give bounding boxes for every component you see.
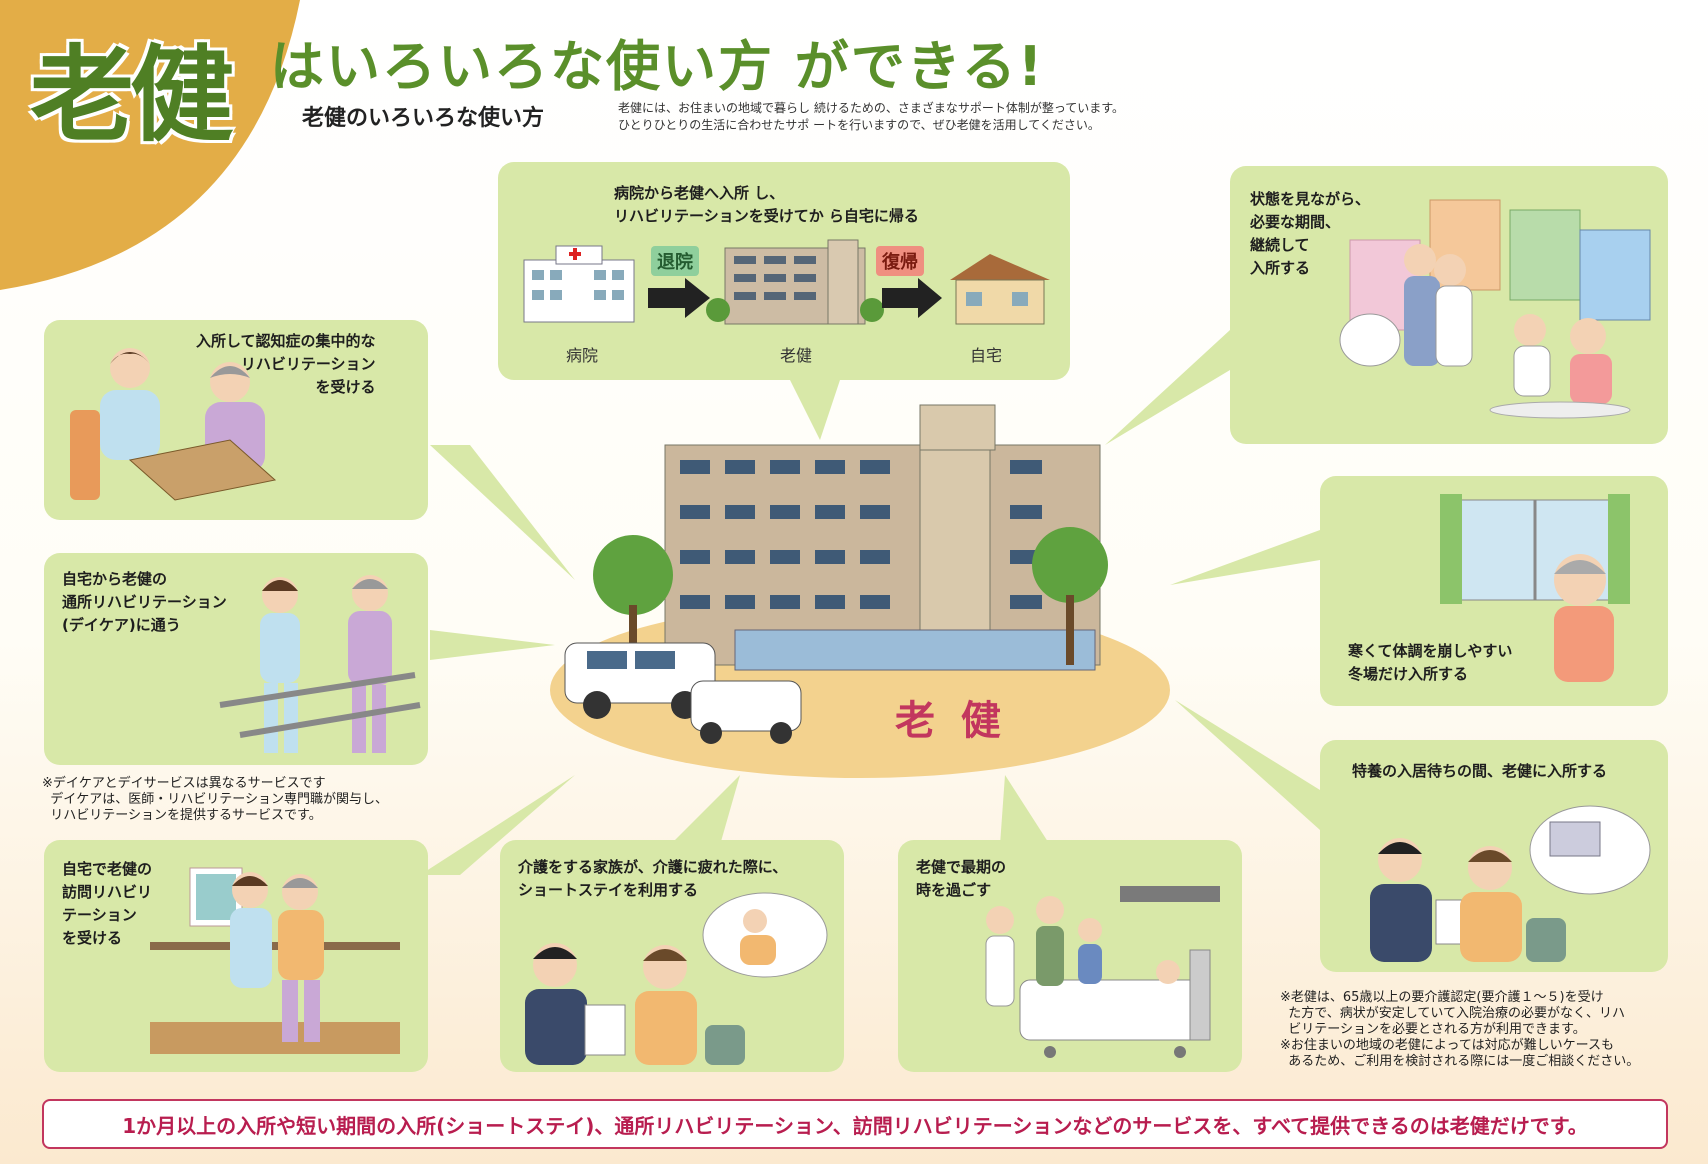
end-of-life-illustration	[985, 886, 1220, 1058]
dementia-rehab-text: 入所して認知症の集中的な リハビリテーション を受ける	[196, 332, 376, 396]
arrow-icon	[648, 278, 710, 318]
page-title: 老健	[30, 34, 234, 156]
hospital-icon	[523, 245, 635, 323]
home-visit-illustration	[150, 867, 400, 1054]
monitor-illustration	[1339, 199, 1651, 419]
lead-title: 老健のいろいろな使い方	[302, 106, 545, 131]
step-label-facility: 老健	[780, 346, 813, 365]
step-label-hospital: 病院	[566, 346, 599, 365]
monitor-stay-text: 状態を見ながら、 必要な期間、 継続して 入所する	[1250, 190, 1371, 277]
winter-stay-text: 寒くて体調を崩しやすい 冬場だけ入所する	[1348, 642, 1513, 683]
center-label: 老 健	[895, 698, 1007, 744]
dementia-illustration	[70, 348, 277, 501]
daycare-note: ※デイケアとデイサービスは異なるサービスです デイケアは、医師・リハビリテーショ…	[42, 776, 389, 823]
eligibility-note: ※老健は、65歳以上の要介護認定(要介護１〜５)を受け た方で、病状が安定してい…	[1280, 990, 1640, 1069]
end-of-life-text: 老健で最期の 時を過ごす	[916, 858, 1007, 899]
corner-decoration	[0, 0, 300, 290]
house-icon	[950, 254, 1050, 325]
daycare-text: 自宅から老健の 通所リハビリテーション (デイケア)に通う	[62, 570, 227, 634]
winter-illustration	[1440, 494, 1630, 682]
facility-icon	[706, 239, 884, 325]
arrow-icon	[882, 278, 942, 318]
short-stay-text: 介護をする家族が、介護に疲れた際に、 ショートステイを利用する	[518, 858, 788, 899]
step-label-home: 自宅	[970, 346, 1003, 365]
facility-building-illustration	[550, 404, 1170, 778]
tag-return: 復帰	[876, 246, 924, 276]
footer-banner: 1か月以上の入所や短い期間の入所(ショートステイ)、通所リハビリテーション、訪問…	[42, 1099, 1668, 1149]
tag-discharge: 退院	[651, 246, 699, 276]
waiting-list-text: 特養の入居待ちの間、老健に入所する	[1352, 762, 1608, 780]
daycare-illustration	[219, 575, 421, 753]
lead-text: 老健には、お住まいの地域で暮らし 続けるための、さまざまなサポート体制が整ってい…	[618, 101, 1125, 132]
flow-illustration	[523, 239, 1050, 325]
flow-caption: 病院から老健へ入所 し、 リハビリテーションを受けてか ら自宅に帰る	[614, 184, 919, 225]
short-stay-illustration	[525, 892, 828, 1065]
waiting-illustration	[1370, 805, 1651, 962]
home-visit-text: 自宅で老健の 訪問リハビリ テーション を受ける	[62, 860, 153, 947]
page-subtitle: はいろいろな使い方 ができる!	[270, 35, 1045, 98]
